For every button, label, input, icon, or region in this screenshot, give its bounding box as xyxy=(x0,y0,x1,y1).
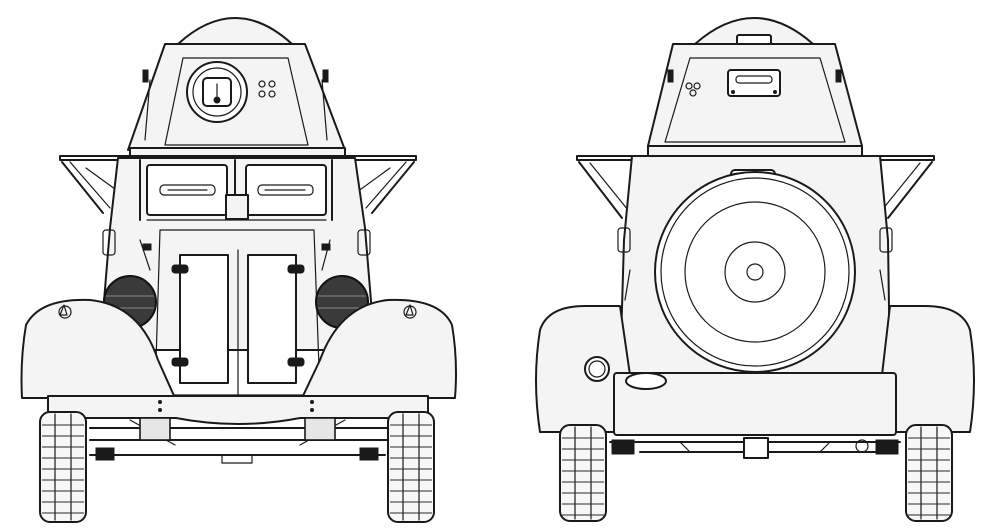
rear-turret-dome xyxy=(694,17,814,45)
rear-view xyxy=(535,17,975,522)
front-view xyxy=(20,17,457,523)
front-wheel-left xyxy=(39,411,87,523)
front-fender-left xyxy=(20,298,176,399)
front-fender-right xyxy=(301,298,457,399)
front-turret-dome xyxy=(177,17,293,45)
rear-wheel-right xyxy=(905,424,953,522)
rear-storage-box xyxy=(613,372,897,436)
rear-spare-wheel xyxy=(654,171,856,373)
front-wheel-right xyxy=(387,411,435,523)
front-bumper xyxy=(47,395,429,425)
rear-wheel-left xyxy=(559,424,607,522)
